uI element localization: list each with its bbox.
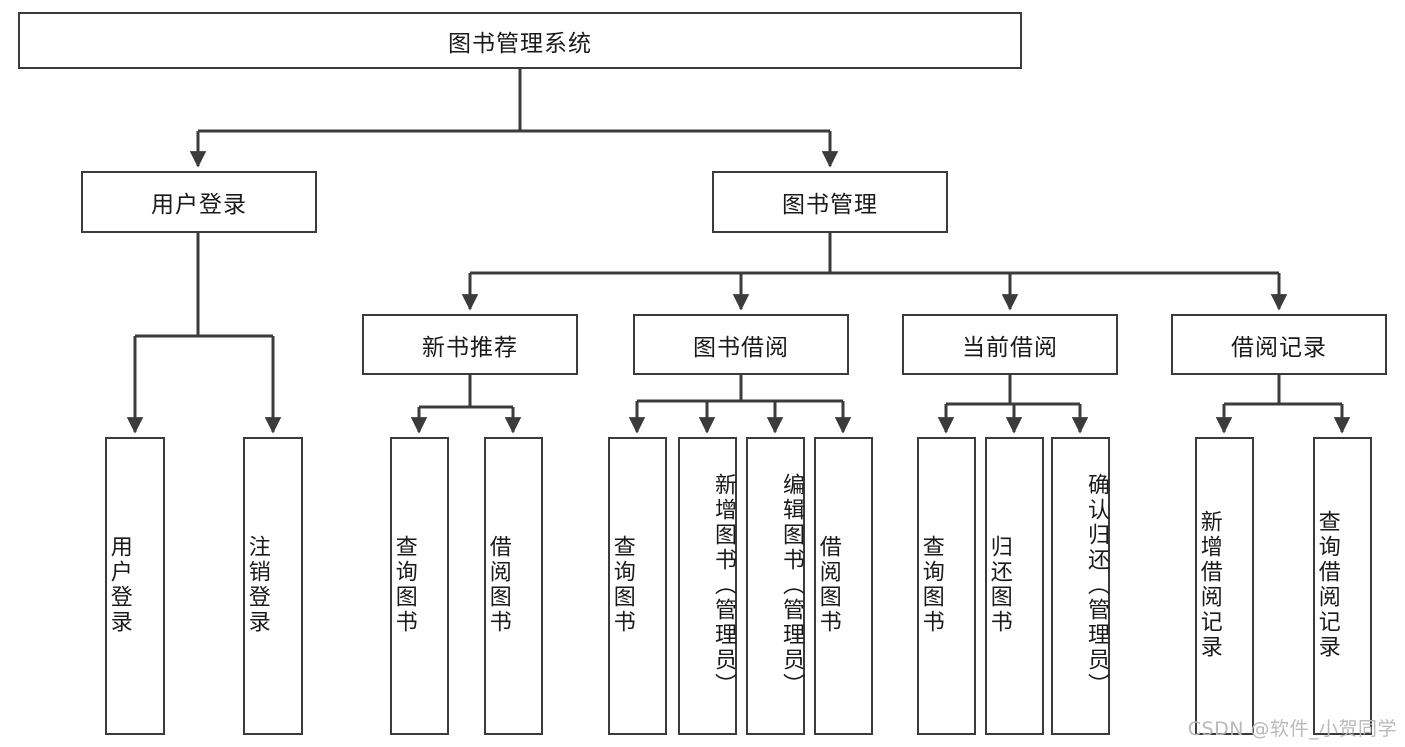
node-user-login[interactable]: 用户登录 [81,171,317,233]
node-book-borrow[interactable]: 图书借阅 [633,314,849,375]
node-leaf-query-record[interactable]: 查询借阅记录 [1313,437,1372,735]
node-new-book-rec[interactable]: 新书推荐 [362,314,578,375]
node-user-login-label: 用户登录 [151,192,247,218]
node-leaf-borrow-book-2[interactable]: 借阅图书 [814,437,873,735]
node-leaf-query-book-3-label: 查询图书 [918,535,944,635]
node-leaf-return-book-label: 归还图书 [986,535,1012,635]
node-leaf-add-record[interactable]: 新增借阅记录 [1195,437,1254,735]
node-leaf-edit-book-label: 编辑图书（管理员） [779,472,804,698]
node-current-borrow[interactable]: 当前借阅 [902,314,1118,375]
node-leaf-logout[interactable]: 注销登录 [243,437,303,735]
node-root[interactable]: 图书管理系统 [18,12,1022,69]
csdn-watermark: CSDN @软件_小贺同学 [1187,718,1397,740]
node-leaf-add-book-label: 新增图书（管理员） [711,472,736,698]
node-leaf-borrow-book-2-label: 借阅图书 [815,535,841,635]
node-leaf-confirm-return-label: 确认归还（管理员） [1084,472,1109,698]
node-leaf-confirm-return[interactable]: 确认归还（管理员） [1051,437,1110,735]
node-leaf-borrow-book-1[interactable]: 借阅图书 [484,437,543,735]
node-leaf-query-book-2[interactable]: 查询图书 [608,437,667,735]
node-leaf-borrow-book-1-label: 借阅图书 [485,535,511,635]
node-leaf-query-book-1-label: 查询图书 [391,535,417,635]
node-borrow-record-label: 借阅记录 [1231,334,1327,361]
node-leaf-user-login[interactable]: 用户登录 [105,437,165,735]
node-borrow-record[interactable]: 借阅记录 [1171,314,1387,375]
node-leaf-query-book-2-label: 查询图书 [609,535,635,635]
node-leaf-edit-book[interactable]: 编辑图书（管理员） [746,437,805,735]
node-leaf-add-record-label: 新增借阅记录 [1196,510,1222,660]
node-current-borrow-label: 当前借阅 [962,334,1058,361]
node-book-manage-label: 图书管理 [782,192,878,218]
node-leaf-query-book-1[interactable]: 查询图书 [390,437,449,735]
node-leaf-query-record-label: 查询借阅记录 [1314,510,1340,660]
node-leaf-return-book[interactable]: 归还图书 [985,437,1044,735]
node-leaf-query-book-3[interactable]: 查询图书 [917,437,976,735]
node-leaf-user-login-label: 用户登录 [106,535,132,635]
node-leaf-add-book[interactable]: 新增图书（管理员） [678,437,737,735]
node-book-borrow-label: 图书借阅 [693,334,789,361]
node-leaf-logout-label: 注销登录 [244,535,270,635]
node-book-manage[interactable]: 图书管理 [712,171,948,233]
node-new-book-rec-label: 新书推荐 [422,334,518,361]
node-root-label: 图书管理系统 [448,30,592,57]
